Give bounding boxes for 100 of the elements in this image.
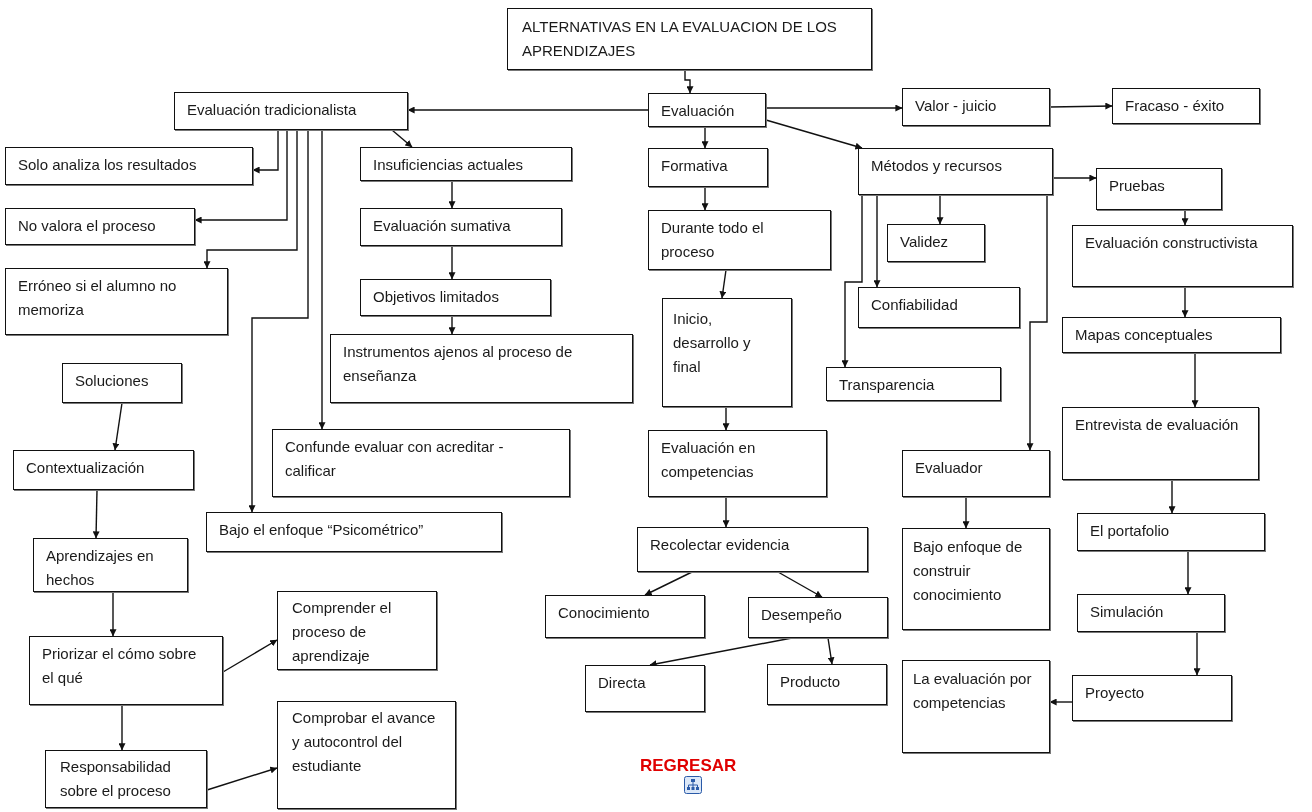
- concept-text: Valor - juicio: [915, 96, 997, 116]
- concept-box: [858, 148, 1053, 195]
- arrow: [407, 106, 649, 114]
- arrow: [109, 591, 117, 637]
- concept-text: Evaluación tradicionalista: [187, 100, 357, 120]
- concept-text: Simulación: [1090, 602, 1164, 622]
- concept-box: [1112, 88, 1260, 124]
- arrow: [1184, 550, 1192, 595]
- concept-text: Priorizar el cómo sobre el qué: [42, 644, 198, 688]
- concept-box: [360, 147, 572, 181]
- arrow: [722, 406, 730, 431]
- arrow: [194, 129, 288, 224]
- concept-text: Entrevista de evaluación: [1075, 415, 1239, 435]
- concept-box: [902, 450, 1050, 497]
- concept-text: Soluciones: [75, 371, 149, 391]
- arrow: [391, 129, 413, 148]
- arrow: [841, 194, 863, 368]
- arrow: [684, 69, 694, 94]
- concept-box: [662, 298, 792, 407]
- concept-box: [277, 591, 437, 670]
- concept-text: Producto: [780, 672, 841, 692]
- concept-box: [33, 538, 188, 592]
- concept-box: [648, 210, 831, 270]
- concept-text: Bajo el enfoque “Psicométrico”: [219, 520, 424, 540]
- arrow: [777, 571, 823, 598]
- concept-box: [1062, 317, 1281, 353]
- concept-text: Evaluación constructivista: [1085, 233, 1258, 253]
- concept-box: [5, 147, 253, 185]
- arrow: [92, 489, 100, 539]
- concept-box: [1096, 168, 1222, 210]
- concept-text: Conocimiento: [558, 603, 650, 623]
- concept-box: [1077, 513, 1265, 551]
- concept-text: Pruebas: [1109, 176, 1165, 196]
- concept-text: Evaluación sumativa: [373, 216, 511, 236]
- arrow: [1049, 698, 1073, 706]
- concept-box: [902, 660, 1050, 753]
- concept-text: Validez: [900, 232, 949, 252]
- arrow: [318, 129, 326, 430]
- concept-text: Solo analiza los resultados: [18, 155, 197, 175]
- concept-text: Bajo enfoque de construir conocimiento: [913, 537, 1024, 605]
- arrow: [448, 245, 456, 280]
- concept-text: Recolectar evidencia: [650, 535, 790, 555]
- arrow: [873, 194, 881, 288]
- concept-box: [637, 527, 868, 572]
- concept-text: Contextualización: [26, 458, 145, 478]
- concept-box: [174, 92, 408, 130]
- arrow: [701, 126, 709, 149]
- arrow: [827, 637, 835, 665]
- concept-box: [45, 750, 207, 808]
- concept-box: [1077, 594, 1225, 632]
- arrow: [1026, 194, 1048, 451]
- arrow: [112, 402, 123, 451]
- arrow: [701, 186, 709, 211]
- concept-text: Proyecto: [1085, 683, 1145, 703]
- concept-text: Responsabilidad sobre el proceso: [60, 757, 172, 801]
- arrow: [206, 766, 278, 791]
- concept-text: Comprobar el avance y autocontrol del estudiante: [292, 708, 437, 776]
- arrow: [448, 180, 456, 209]
- concept-box: [1072, 675, 1232, 721]
- concept-box: [29, 636, 223, 705]
- arrow: [1193, 631, 1201, 676]
- concept-text: Instrumentos ajenos al proceso de enseñanza: [343, 342, 574, 386]
- concept-text: Evaluador: [915, 458, 983, 478]
- arrow: [203, 129, 298, 269]
- concept-box: [902, 528, 1050, 630]
- concept-box: [277, 701, 456, 809]
- concept-text: Mapas conceptuales: [1075, 325, 1213, 345]
- arrow: [252, 129, 279, 174]
- concept-box: [330, 334, 633, 403]
- concept-box: [507, 8, 872, 70]
- link-text: REGRESAR: [640, 756, 737, 776]
- concept-box: [360, 279, 551, 316]
- arrow: [936, 194, 944, 225]
- concept-box: [826, 367, 1001, 401]
- concept-text: Inicio, desarrollo y final: [673, 309, 752, 377]
- arrow: [765, 104, 903, 112]
- concept-box: [648, 430, 827, 497]
- arrow: [1052, 174, 1097, 182]
- arrow: [222, 639, 278, 673]
- concept-text: Confunde evaluar con acreditar - calificar: [285, 437, 505, 481]
- concept-text: Confiabilidad: [871, 295, 958, 315]
- concept-text: Métodos y recursos: [871, 156, 1002, 176]
- concept-box: [585, 665, 705, 712]
- arrow: [248, 129, 309, 513]
- concept-text: El portafolio: [1090, 521, 1170, 541]
- concept-text: Durante todo el proceso: [661, 218, 765, 262]
- concept-box: [272, 429, 570, 497]
- concept-box: [206, 512, 502, 552]
- arrow: [448, 315, 456, 335]
- concept-box: [858, 287, 1020, 328]
- arrow: [719, 269, 727, 299]
- arrow: [962, 496, 970, 529]
- concept-text: Formativa: [661, 156, 728, 176]
- arrow: [1181, 286, 1189, 318]
- concept-text: Evaluación en competencias: [661, 438, 757, 482]
- concept-text: Comprender el proceso de aprendizaje: [292, 598, 393, 666]
- concept-text: No valora el proceso: [18, 216, 156, 236]
- arrow: [722, 496, 730, 528]
- arrow: [1181, 209, 1189, 226]
- concept-text: Desempeño: [761, 605, 842, 625]
